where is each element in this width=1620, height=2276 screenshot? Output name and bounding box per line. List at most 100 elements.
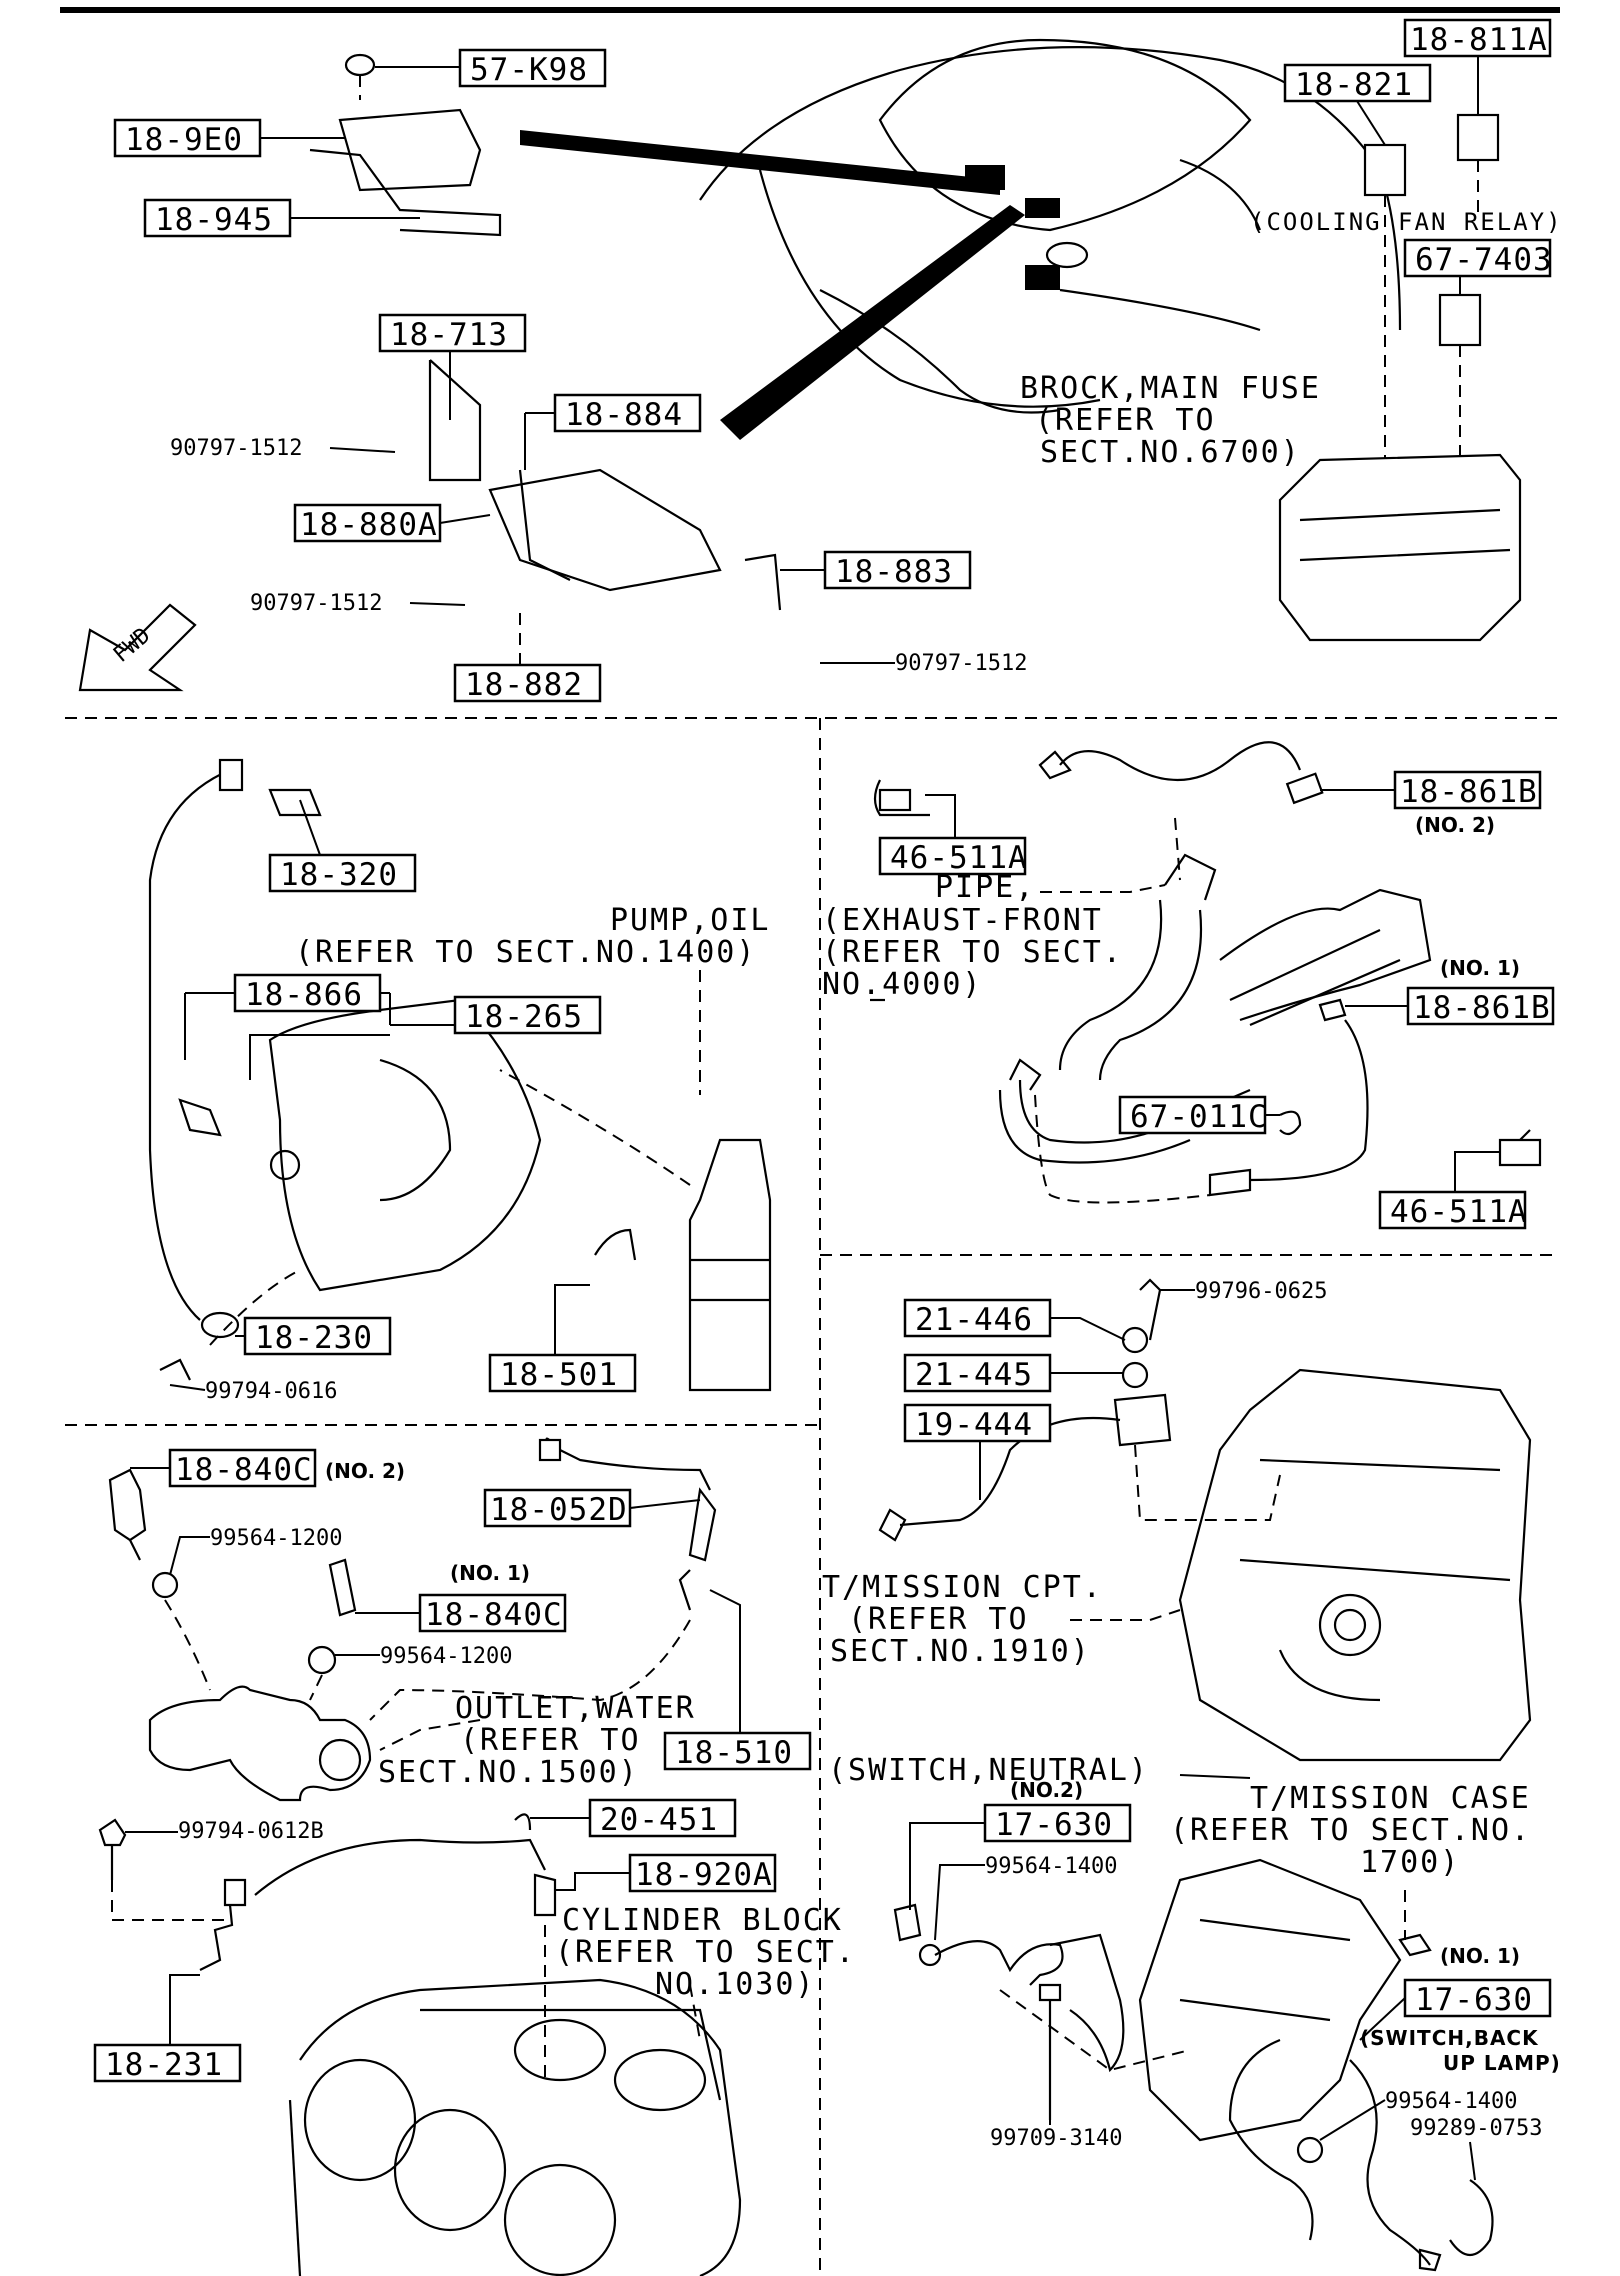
part-box-17-630-no1[interactable]: 17-630 [1403, 1978, 1552, 2018]
part-number: 67-7403 [1415, 242, 1553, 278]
note-cylinder-block: CYLINDER BLOCK (REFER TO SECT. NO.1030) [555, 1903, 854, 2002]
part-number: 18-880A [300, 507, 438, 543]
note-line: BROCK,MAIN FUSE [1020, 371, 1321, 406]
bolt-99564-1400-a: 99564-1400 [985, 1854, 1117, 1879]
bolt-90797-1512-b: 90797-1512 [250, 591, 382, 616]
part-number: 18-945 [155, 202, 273, 238]
note-brock-main-fuse: BROCK,MAIN FUSE (REFER TO SECT.NO.6700) [1020, 371, 1321, 470]
part-box-20-451[interactable]: 20-451 [588, 1798, 737, 1838]
part-box-18-861B-no2[interactable]: 18-861B [1393, 770, 1542, 810]
note-line: PUMP,OIL [610, 903, 771, 938]
part-number: 21-445 [915, 1357, 1033, 1393]
note-line: 1700) [1360, 1845, 1460, 1880]
part-box-19-444[interactable]: 19-444 [903, 1403, 1052, 1443]
note-line: (REFER TO [1035, 403, 1216, 438]
note-line: (SWITCH,BACK [1360, 2026, 1539, 2050]
part-box-18-880A[interactable]: 18-880A [293, 503, 442, 543]
bolt-99564-1200-b: 99564-1200 [380, 1644, 512, 1669]
note-line: CYLINDER BLOCK [562, 1903, 843, 1938]
part-number: 18-884 [565, 397, 683, 433]
part-box-18-840C-no1[interactable]: 18-840C [418, 1593, 567, 1633]
part-box-46-511A-top[interactable]: 46-511A [878, 836, 1028, 876]
part-box-18-320[interactable]: 18-320 [268, 853, 417, 893]
part-box-18-811A[interactable]: 18-811A [1403, 18, 1552, 58]
part-number: 18-840C [175, 1452, 313, 1488]
part-number: 19-444 [915, 1407, 1033, 1443]
transmission-case-illustration [893, 1858, 1494, 2272]
part-box-18-920A[interactable]: 18-920A [628, 1853, 777, 1893]
part-number: 67-011C [1130, 1099, 1268, 1135]
part-number: 18-882 [465, 667, 583, 703]
part-box-18-501[interactable]: 18-501 [488, 1353, 637, 1393]
exhaust-illustration [870, 741, 1542, 1204]
part-box-18-884[interactable]: 18-884 [553, 393, 702, 433]
part-number: 20-451 [600, 1802, 718, 1838]
cylinder-block-illustration [98, 1813, 742, 2276]
part-number: 18-231 [105, 2047, 223, 2083]
part-box-18-821[interactable]: 18-821 [1283, 63, 1432, 103]
note-line: (REFER TO [460, 1723, 641, 1758]
part-box-18-945[interactable]: 18-945 [143, 198, 292, 238]
part-number: 17-630 [995, 1807, 1113, 1843]
bolt-99709-3140: 99709-3140 [990, 2126, 1122, 2151]
part-box-18-9E0[interactable]: 18-9E0 [113, 118, 262, 158]
part-number: 46-511A [1390, 1194, 1528, 1230]
note-line: T/MISSION CASE [1250, 1781, 1531, 1816]
part-box-18-883[interactable]: 18-883 [823, 550, 972, 590]
car-illustration [520, 38, 1402, 440]
part-box-67-011C[interactable]: 67-011C [1118, 1095, 1268, 1135]
part-box-18-265[interactable]: 18-265 [453, 995, 602, 1035]
variant-no2: (NO. 2) [325, 1459, 405, 1483]
part-box-46-511A-bottom[interactable]: 46-511A [1378, 1190, 1528, 1230]
part-box-18-052D[interactable]: 18-052D [483, 1488, 632, 1528]
bolt-99794-0612B: 99794-0612B [178, 1819, 324, 1844]
part-box-18-866[interactable]: 18-866 [233, 973, 382, 1013]
part-box-57-K98[interactable]: 57-K98 [458, 48, 607, 88]
part-box-18-882[interactable]: 18-882 [453, 663, 602, 703]
note-pipe-exhaust: PIPE, (EXHAUST-FRONT (REFER TO SECT. NO.… [822, 870, 1121, 1002]
part-number: 18-811A [1410, 22, 1548, 58]
part-number: 18-861B [1400, 774, 1538, 810]
part-box-18-231[interactable]: 18-231 [93, 2043, 242, 2083]
bolt-99564-1200-a: 99564-1200 [210, 1526, 342, 1551]
ecu-illustration [309, 53, 782, 611]
note-line: (EXHAUST-FRONT [822, 903, 1103, 938]
note-line: PIPE, [935, 870, 1035, 905]
part-number: 18-510 [675, 1735, 793, 1771]
note-outlet-water: OUTLET,WATER (REFER TO SECT.NO.1500) [378, 1691, 694, 1790]
part-number: 17-630 [1415, 1982, 1533, 2018]
part-box-17-630-no2[interactable]: 17-630 [983, 1803, 1132, 1843]
part-number: 18-052D [490, 1492, 628, 1528]
part-box-18-510[interactable]: 18-510 [663, 1731, 812, 1771]
part-number: 18-866 [245, 977, 363, 1013]
bolt-90797-1512-c: 90797-1512 [895, 651, 1027, 676]
part-box-18-840C-no2[interactable]: 18-840C [168, 1448, 317, 1488]
bolt-99289-0753: 99289-0753 [1410, 2116, 1542, 2141]
part-box-18-230[interactable]: 18-230 [243, 1316, 392, 1356]
fwd-arrow: FWD [78, 603, 197, 692]
bolt-99794-0616: 99794-0616 [205, 1379, 337, 1404]
note-line: (REFER TO SECT.NO.1400) [295, 935, 756, 970]
note-tmission-cpt: T/MISSION CPT. (REFER TO SECT.NO.1910) [822, 1570, 1101, 1669]
variant-no2: (NO. 2) [1415, 813, 1495, 837]
part-number: 18-713 [390, 317, 508, 353]
relay-illustrations [1278, 113, 1522, 642]
part-number: 18-883 [835, 554, 953, 590]
note-line: UP LAMP) [1443, 2051, 1561, 2075]
part-box-18-861B-no1[interactable]: 18-861B [1406, 986, 1555, 1026]
part-number: 18-320 [280, 857, 398, 893]
part-box-21-446[interactable]: 21-446 [903, 1298, 1052, 1338]
note-line: SECT.NO.1500) [378, 1755, 639, 1790]
transmission-illustration [878, 1278, 1532, 1762]
note-pump-oil: PUMP,OIL (REFER TO SECT.NO.1400) [295, 903, 771, 970]
part-box-67-7403[interactable]: 67-7403 [1403, 238, 1553, 278]
water-outlet-illustration [108, 1437, 717, 1802]
bolt-90797-1512-a: 90797-1512 [170, 436, 302, 461]
variant-no1: (NO. 1) [1440, 1944, 1520, 1968]
bolt-99796-0625: 99796-0625 [1195, 1279, 1327, 1304]
part-number: 18-501 [500, 1357, 618, 1393]
part-box-18-713[interactable]: 18-713 [378, 313, 527, 353]
part-box-21-445[interactable]: 21-445 [903, 1353, 1052, 1393]
fwd-label: FWD [109, 623, 156, 668]
